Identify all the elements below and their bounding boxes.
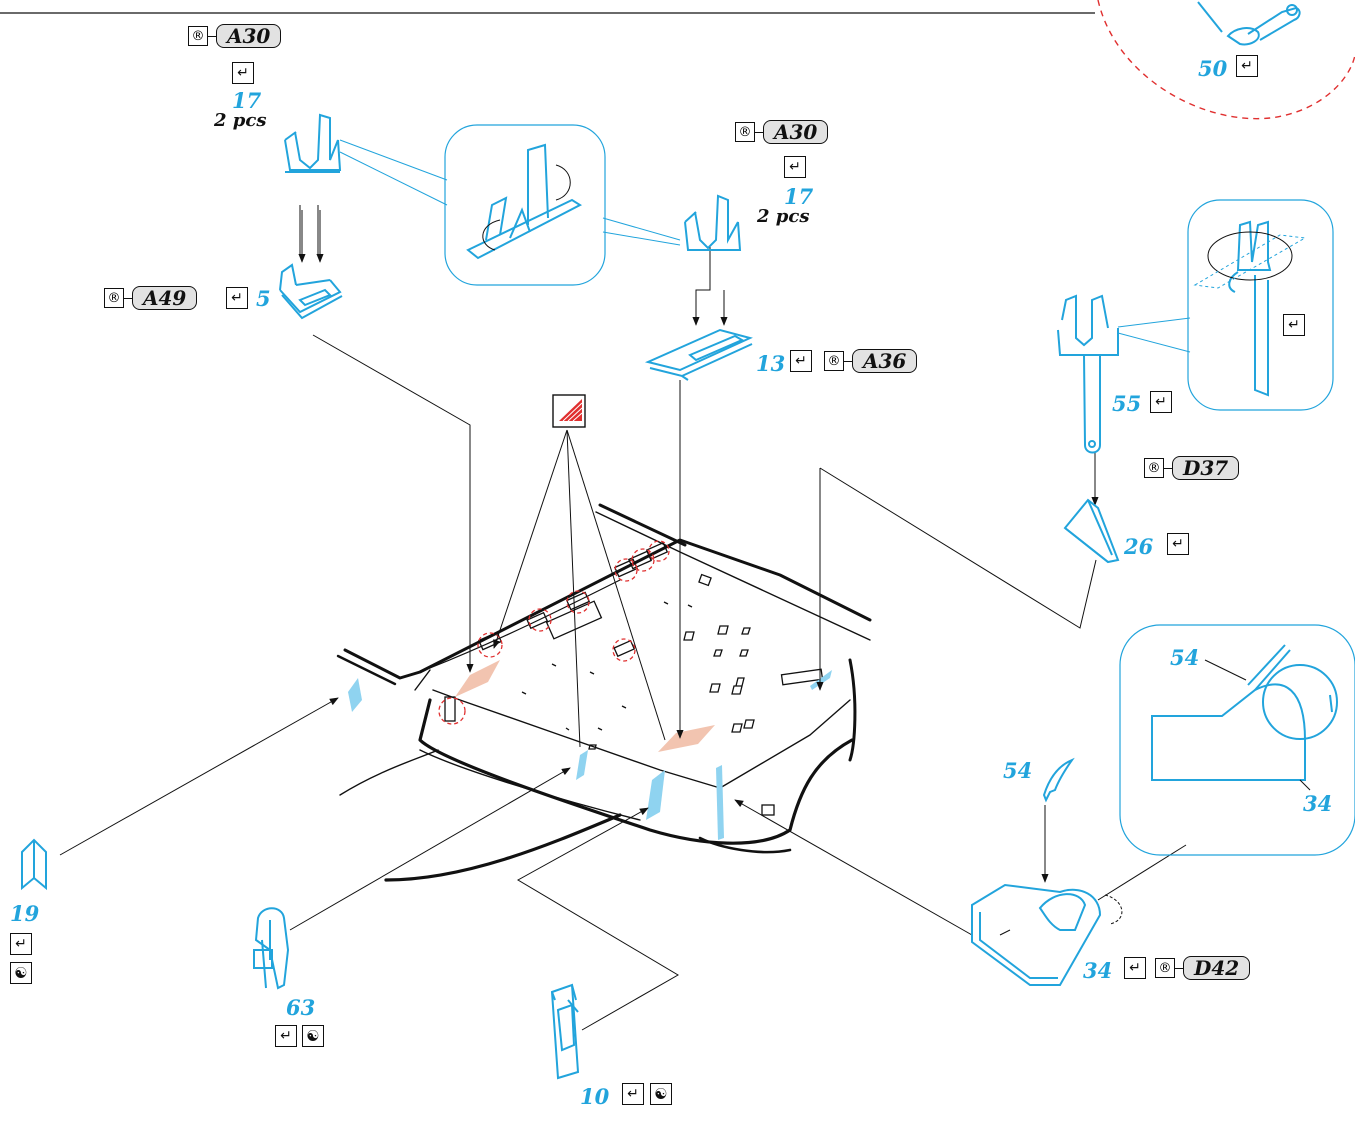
ref-code: A49 bbox=[132, 286, 198, 310]
deck-highlight-areas bbox=[455, 660, 715, 752]
fold-icon: ↵ bbox=[622, 1083, 644, 1105]
part-55-number: 55 bbox=[1112, 391, 1142, 416]
fold-icon: ↵ bbox=[1124, 957, 1146, 979]
resin-ref-d42: ® D42 bbox=[1155, 956, 1251, 980]
deck-attention-circles bbox=[438, 540, 670, 725]
yin-yang-icon: ☯ bbox=[10, 962, 32, 984]
part-5-number: 5 bbox=[256, 286, 271, 311]
part-26-drawing bbox=[1063, 498, 1120, 564]
assembly-leader-lines bbox=[59, 205, 1187, 1031]
part-17-number-right: 17 bbox=[784, 184, 814, 209]
fold-icon: ↵ bbox=[1167, 533, 1189, 555]
resin-ref-a30-right: ® A30 bbox=[735, 120, 829, 144]
part-17-drawing-left bbox=[284, 113, 342, 173]
detail-callout-right bbox=[1117, 199, 1334, 411]
ref-connector bbox=[755, 131, 763, 133]
part-10-drawing bbox=[550, 983, 580, 1080]
part-13-drawing bbox=[644, 328, 753, 381]
ref-code: A30 bbox=[216, 24, 282, 48]
fold-icon: ↵ bbox=[232, 62, 254, 84]
ref-code: D37 bbox=[1172, 456, 1240, 480]
resin-part-icon: ® bbox=[824, 351, 844, 371]
resin-ref-a30-left: ® A30 bbox=[188, 24, 282, 48]
resin-ref-a49: ® A49 bbox=[104, 286, 198, 310]
ref-code: A30 bbox=[763, 120, 829, 144]
part-13-number: 13 bbox=[756, 351, 786, 376]
detail-circle-top-right bbox=[1097, 0, 1355, 120]
fold-icon: ↵ bbox=[1236, 55, 1258, 77]
resin-ref-d37: ® D37 bbox=[1144, 456, 1240, 480]
part-17-quantity-right: 2 pcs bbox=[757, 206, 810, 227]
paint-icon bbox=[552, 394, 586, 428]
fold-icon: ↵ bbox=[790, 350, 812, 372]
part-10-number: 10 bbox=[580, 1084, 610, 1109]
part-26-number: 26 bbox=[1124, 534, 1154, 559]
part-34-drawing bbox=[971, 883, 1123, 986]
yin-yang-icon: ☯ bbox=[650, 1083, 672, 1105]
resin-part-icon: ® bbox=[188, 26, 208, 46]
ref-connector bbox=[208, 35, 216, 37]
part-50-drawing bbox=[1197, 1, 1301, 46]
resin-part-icon: ® bbox=[104, 288, 124, 308]
resin-part-icon: ® bbox=[1155, 958, 1175, 978]
part-5-drawing bbox=[279, 263, 343, 320]
detail-callout-bottom-right bbox=[1119, 624, 1355, 856]
ref-code: D42 bbox=[1183, 956, 1251, 980]
fold-icon: ↵ bbox=[275, 1025, 297, 1047]
deck-details bbox=[444, 541, 824, 816]
aux-leaders bbox=[999, 929, 1011, 936]
part-55-drawing bbox=[1057, 294, 1119, 454]
fold-icon: ↵ bbox=[784, 156, 806, 178]
part-17-drawing-right bbox=[684, 194, 742, 251]
resin-ref-a36: ® A36 bbox=[824, 349, 918, 373]
ref-connector bbox=[124, 297, 132, 299]
hull-body bbox=[336, 503, 872, 882]
part-54-number: 54 bbox=[1003, 758, 1033, 783]
part-54-drawing bbox=[1042, 757, 1075, 803]
part-19-number: 19 bbox=[10, 901, 40, 926]
part-50-number: 50 bbox=[1198, 56, 1228, 81]
fold-icon: ↵ bbox=[1283, 314, 1305, 336]
part-54-number-callout: 54 bbox=[1170, 645, 1200, 670]
ref-connector bbox=[844, 360, 852, 362]
part-63-number: 63 bbox=[286, 995, 316, 1020]
ref-code: A36 bbox=[852, 349, 918, 373]
part-63-drawing bbox=[253, 907, 290, 990]
yin-yang-icon: ☯ bbox=[302, 1025, 324, 1047]
fold-icon: ↵ bbox=[1150, 391, 1172, 413]
fold-icon: ↵ bbox=[10, 933, 32, 955]
part-17-number-left: 17 bbox=[232, 88, 262, 113]
detail-callout-left bbox=[339, 124, 681, 286]
ref-connector bbox=[1164, 467, 1172, 469]
resin-part-icon: ® bbox=[735, 122, 755, 142]
fold-icon: ↵ bbox=[226, 287, 248, 309]
ref-connector bbox=[1175, 967, 1183, 969]
resin-part-icon: ® bbox=[1144, 458, 1164, 478]
hull-attach-points bbox=[348, 670, 832, 840]
part-17-quantity-left: 2 pcs bbox=[214, 110, 267, 131]
part-34-number: 34 bbox=[1083, 958, 1113, 983]
part-19-drawing bbox=[21, 838, 47, 891]
part-34-number-callout: 34 bbox=[1303, 791, 1333, 816]
